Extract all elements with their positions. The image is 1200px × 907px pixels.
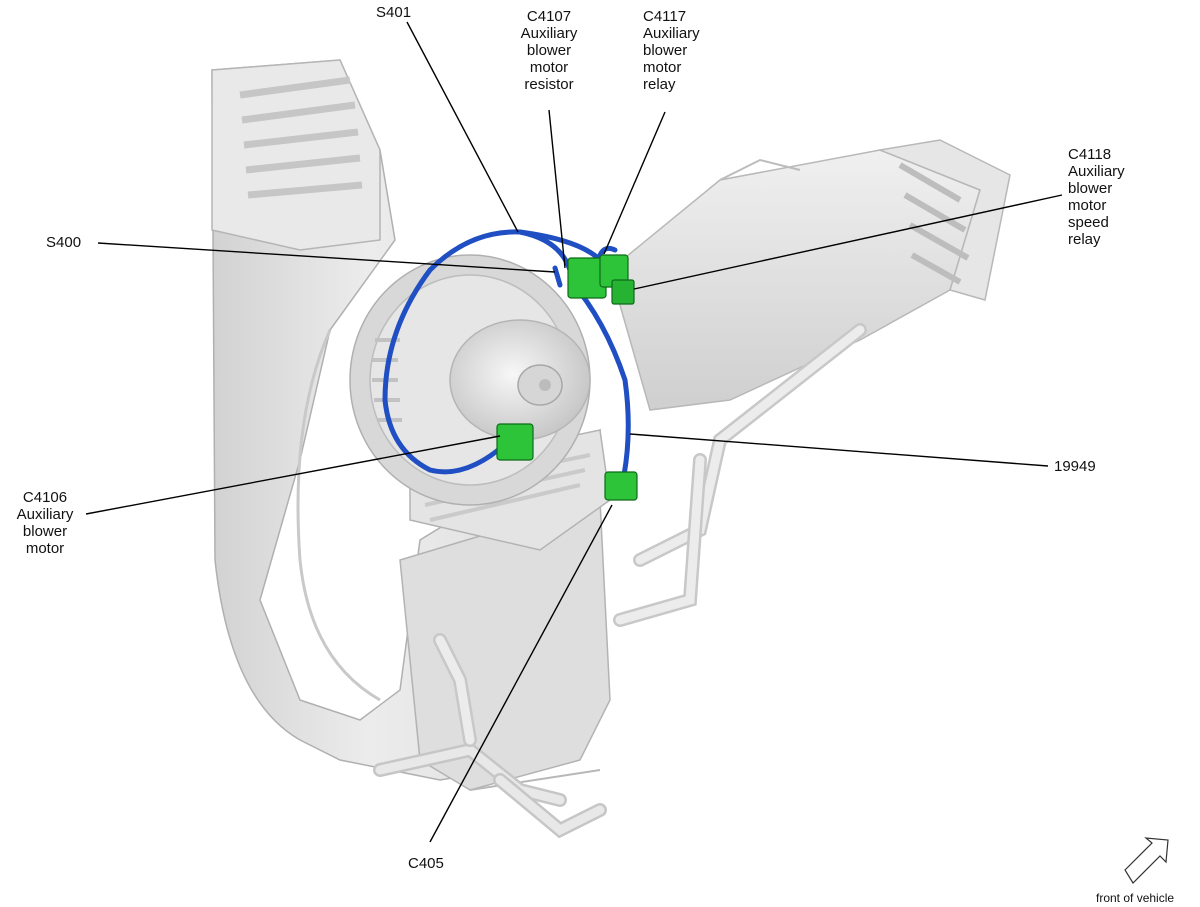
label-c405: C405: [408, 855, 444, 872]
coolant-pipes: [373, 323, 867, 839]
label-c4118: C4118 Auxiliary blower motor speed relay: [1068, 146, 1125, 248]
front-of-vehicle-arrow-icon: [1124, 837, 1169, 884]
leader-lines: [85, 21, 1063, 843]
label-s401: S401: [376, 4, 412, 21]
leader-c4117: [603, 111, 666, 255]
leader-c405: [429, 504, 613, 843]
leader-19949: [629, 433, 1049, 467]
connector-c4118: [611, 279, 635, 305]
leader-s401: [406, 21, 519, 233]
leader-c4106: [85, 435, 501, 515]
label-19949: 19949: [1054, 458, 1096, 475]
leader-c4118: [633, 194, 1063, 290]
air-duct: [609, 139, 1011, 411]
connector-c4106: [496, 423, 534, 461]
label-c4107: C4107 Auxiliary blower motor resistor: [520, 8, 578, 93]
label-c4106: C4106 Auxiliary blower motor: [16, 489, 74, 557]
leader-c4107: [548, 109, 566, 269]
label-s400: S400: [46, 234, 82, 251]
label-front-of-vehicle: front of vehicle: [1096, 891, 1175, 905]
connectors: [496, 254, 638, 501]
connector-c405: [604, 471, 638, 501]
leader-s400: [97, 242, 556, 273]
label-c4117: C4117 Auxiliary blower motor relay: [643, 8, 700, 93]
wiring-harness: [382, 229, 631, 478]
